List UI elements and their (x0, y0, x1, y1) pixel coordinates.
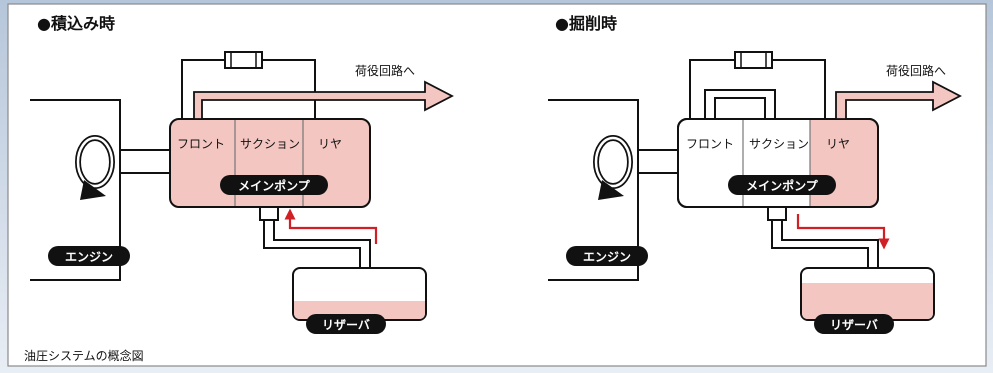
suction-pipe (263, 220, 371, 268)
engine-label-pill (48, 246, 130, 266)
pump-name: メインポンプ (238, 178, 311, 193)
panel-excavating: ●掘削時 エンジン 荷役回路へ フロント サクション リヤ メインポンプ (548, 14, 962, 334)
pump-front-label: フロント (177, 137, 225, 151)
pump-name-pill (728, 175, 836, 195)
engine-housing (548, 99, 639, 281)
pump-suction-label: サクション (240, 137, 300, 151)
engine-housing (30, 99, 121, 281)
pump-rear-label: リヤ (318, 137, 342, 151)
engine-shaft (119, 149, 173, 174)
engine-label: エンジン (65, 250, 113, 264)
flow-arrow (284, 208, 378, 244)
suction-port (259, 206, 279, 221)
panel-title: ●積込み時 (37, 14, 115, 33)
reservoir-label: リザーバ (830, 318, 878, 332)
relief-valve (734, 51, 773, 69)
suction-pipe (771, 220, 879, 268)
outlet-arrow (193, 80, 454, 120)
pump-suction-label: サクション (749, 137, 809, 151)
relief-pipe (689, 59, 826, 120)
engine-label-pill (566, 246, 648, 266)
outlet-label: 荷役回路へ (886, 63, 946, 78)
panel-loading: ●積込み時 エンジン 荷役回路へ フロント サクション リヤ (30, 14, 454, 334)
reservoir-label-pill (306, 314, 386, 334)
recirculation-loop (704, 89, 776, 120)
outlet-label: 荷役回路へ (355, 63, 415, 78)
panel-title: ●掘削時 (555, 14, 617, 33)
figure-caption: 油圧システムの概念図 (24, 348, 144, 363)
outlet-arrow (835, 80, 962, 120)
reservoir-label: リザーバ (322, 318, 370, 332)
relief-valve (224, 51, 263, 69)
rotation-icon (593, 135, 633, 200)
rotation-icon (75, 135, 115, 200)
pump-name-pill (220, 175, 328, 195)
flow-arrow (796, 214, 890, 250)
reservoir-oil (802, 283, 933, 319)
reservoir-label-pill (814, 314, 894, 334)
pump-rear-label: リヤ (826, 137, 850, 151)
pump-name: メインポンプ (746, 178, 819, 193)
pump-front-label: フロント (686, 137, 734, 151)
engine-label: エンジン (583, 250, 631, 264)
suction-port (767, 206, 787, 221)
